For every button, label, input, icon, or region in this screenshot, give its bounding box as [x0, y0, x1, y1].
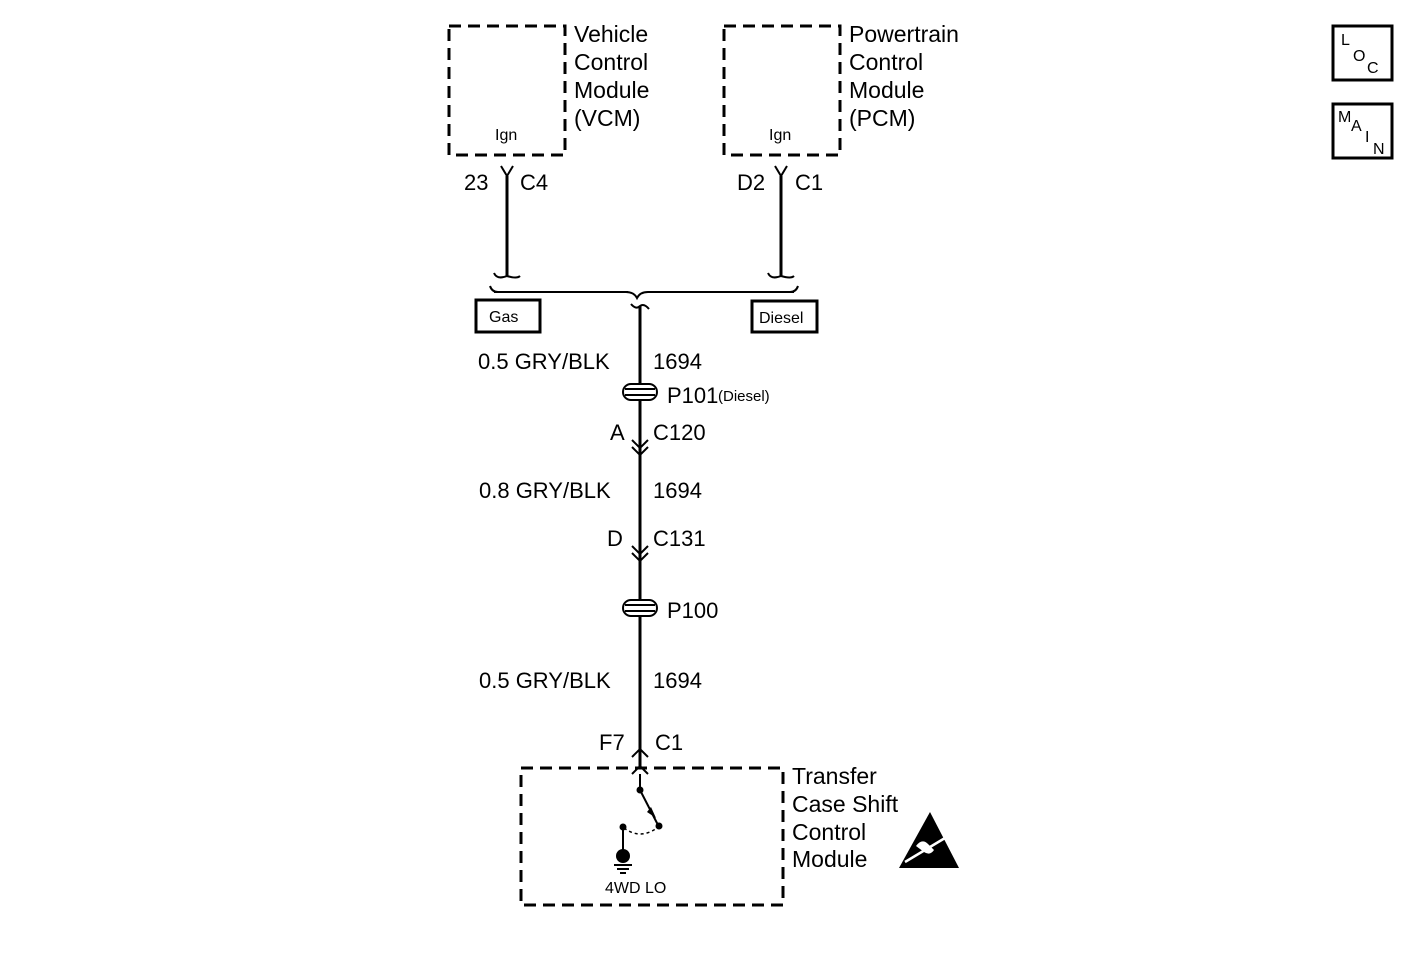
pcm-ign-label: Ign — [769, 127, 791, 144]
diesel-option-label: Diesel — [759, 310, 803, 327]
tccm-connector-id: C1 — [655, 730, 683, 755]
switch-arm-arrow — [647, 807, 656, 818]
gas-option-label: Gas — [489, 309, 518, 326]
wire2-gauge-color: 0.8 GRY/BLK — [479, 478, 611, 503]
vcm-name-line3: Module — [574, 77, 649, 103]
c120-symbol-top — [631, 439, 649, 450]
pcm-name-line1: Powertrain — [849, 21, 959, 47]
main-letter-n: N — [1373, 141, 1385, 158]
esd-hand-detail — [916, 841, 934, 854]
main-letter-m: M — [1338, 109, 1351, 126]
c131-pin: D — [607, 526, 623, 551]
tccm-box — [519, 766, 785, 907]
gas-option-box — [474, 298, 542, 334]
vcm-connector-symbol — [500, 165, 514, 178]
splice-p101: P101 (Diesel) — [622, 383, 770, 408]
pcm-connector-symbol — [774, 165, 788, 178]
splice-p100-symbol — [622, 599, 658, 617]
c120-id: C120 — [653, 420, 706, 445]
tccm-connector-symbol-top — [631, 747, 649, 758]
pcm-name-line2: Control — [849, 49, 923, 75]
bus-left-end — [489, 285, 499, 293]
tccm-module: 4WD LO Transfer Case Shift Control Modul… — [519, 763, 959, 907]
pcm-box — [722, 24, 842, 157]
tccm-name-line2: Case Shift — [792, 791, 899, 817]
tccm-name-line4: Module — [792, 846, 867, 872]
vcm-name-line2: Control — [574, 49, 648, 75]
tccm-name-line1: Transfer — [792, 763, 877, 789]
bus-center-brace — [625, 291, 656, 301]
pcm-module: Ign Powertrain Control Module (PCM) D2 C… — [722, 21, 959, 279]
esd-warning-icon — [899, 812, 959, 868]
c120-symbol-bottom — [631, 446, 649, 457]
vcm-pin: 23 — [464, 170, 488, 195]
vcm-wire-end — [493, 272, 521, 279]
connector-c120: A C120 — [610, 420, 706, 457]
pcm-connector: C1 — [795, 170, 823, 195]
switch-4wd-lo-label: 4WD LO — [605, 880, 666, 897]
splice-p100: P100 — [622, 598, 718, 623]
wire3-gauge-color: 0.5 GRY/BLK — [479, 668, 611, 693]
switch-arm — [639, 789, 659, 826]
esd-slash — [904, 830, 956, 864]
loc-letter-c: C — [1367, 60, 1379, 77]
pcm-wire-end — [767, 272, 795, 279]
c131-symbol-top — [631, 545, 649, 556]
pcm-name-line3: Module — [849, 77, 924, 103]
bus-right-end — [789, 285, 799, 293]
vcm-ign-label: Ign — [495, 127, 517, 144]
switch-end-contact — [655, 822, 663, 830]
wire1-circuit: 1694 — [653, 349, 702, 374]
wire2-circuit: 1694 — [653, 478, 702, 503]
ground-icon — [616, 849, 630, 863]
tccm-name-line3: Control — [792, 819, 866, 845]
splice-p101-note: (Diesel) — [718, 388, 770, 405]
splice-p101-id: P101 — [667, 383, 718, 408]
main-letter-a: A — [1351, 118, 1362, 135]
loc-button-frame[interactable] — [1331, 24, 1394, 82]
splice-p101-symbol — [622, 383, 658, 401]
c120-pin: A — [610, 420, 625, 445]
loc-letter-o: O — [1353, 48, 1365, 65]
wire3-circuit: 1694 — [653, 668, 702, 693]
tccm-connector-symbol-bottom — [631, 764, 649, 775]
wire1-gauge-color: 0.5 GRY/BLK — [478, 349, 610, 374]
diesel-option-box — [750, 299, 819, 334]
vcm-name-line4: (VCM) — [574, 105, 640, 131]
loc-letter-l: L — [1341, 32, 1350, 49]
tccm-pin: F7 — [599, 730, 625, 755]
tccm-connector: F7 C1 — [599, 730, 683, 775]
splice-p100-id: P100 — [667, 598, 718, 623]
vcm-name-line1: Vehicle — [574, 21, 648, 47]
switch-travel-arc — [623, 827, 658, 835]
pcm-name-line4: (PCM) — [849, 105, 915, 131]
vcm-box — [447, 24, 567, 157]
main-letter-i: I — [1365, 129, 1369, 146]
vcm-connector: C4 — [520, 170, 548, 195]
option-bus: Gas Diesel — [474, 285, 819, 334]
main-button-frame[interactable] — [1331, 102, 1394, 160]
esd-triangle-back — [899, 812, 959, 868]
pcm-pin: D2 — [737, 170, 765, 195]
c131-id: C131 — [653, 526, 706, 551]
connector-c131: D C131 — [607, 526, 706, 563]
vcm-module: Ign Vehicle Control Module (VCM) 23 C4 — [447, 21, 649, 279]
main-button[interactable]: M A I N — [1331, 102, 1394, 160]
loc-button[interactable]: L O C — [1331, 24, 1394, 82]
c131-symbol-bottom — [631, 552, 649, 563]
